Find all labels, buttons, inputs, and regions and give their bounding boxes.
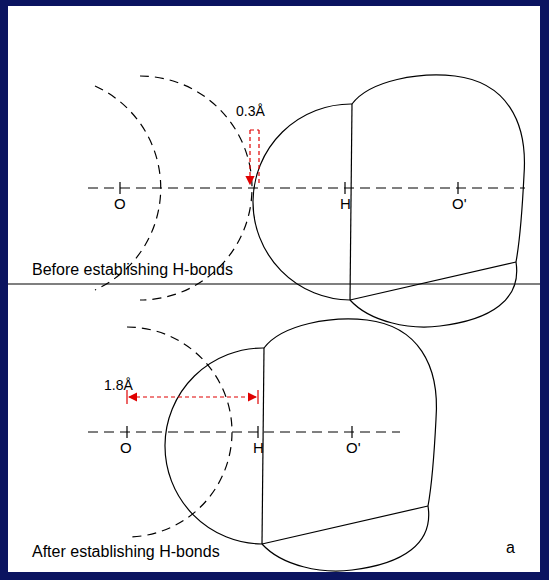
atom-label: O [114, 196, 126, 211]
atom-label: H [340, 196, 351, 211]
panel-letter: a [506, 540, 515, 556]
atom-label: O' [346, 440, 361, 455]
white-panel [8, 6, 540, 572]
dimension-label: 0.3Å [236, 104, 265, 118]
panel-caption: Before establishing H-bonds [32, 262, 233, 278]
atom-label: O' [452, 196, 467, 211]
panel-caption: After establishing H-bonds [32, 544, 220, 560]
dimension-label: 1.8Å [104, 378, 133, 392]
atom-label: H [253, 440, 264, 455]
atom-label: O [120, 440, 132, 455]
